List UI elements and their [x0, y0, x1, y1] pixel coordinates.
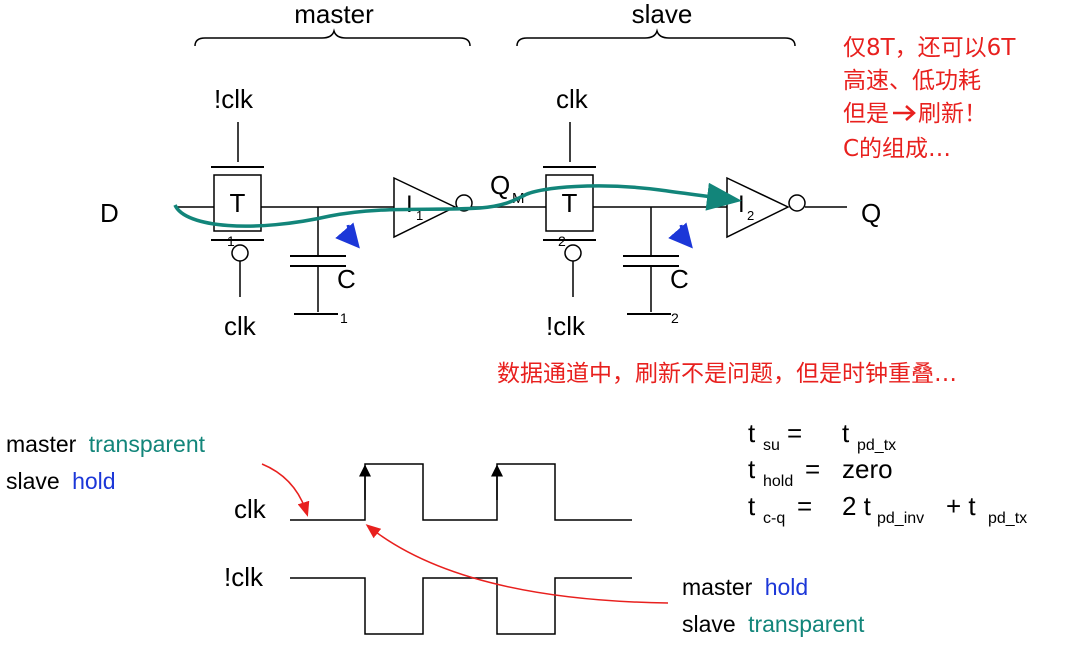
svg-text:=: = — [797, 491, 812, 521]
svg-text:t: t — [748, 491, 756, 521]
t1-bottom-clk-label: clk — [224, 311, 257, 341]
note-line-4: C的组成… — [843, 136, 951, 162]
master-brace — [194, 28, 471, 47]
legend-slave-hold: slave hold — [6, 468, 116, 494]
t2-box — [545, 174, 594, 232]
c1-discharge-arrow — [335, 222, 360, 249]
t2-sub: 2 — [558, 233, 566, 249]
qm-label: Q — [490, 170, 510, 200]
i1-sub: 1 — [416, 208, 423, 223]
thold-equation: t hold = zero — [748, 454, 893, 490]
t1-sub: 1 — [227, 233, 235, 249]
i2-label: I — [738, 191, 745, 218]
note-line-2: 高速、低功耗 — [843, 68, 981, 94]
t1-bubble — [231, 244, 249, 262]
tsu-equation: t su = t pd_tx — [748, 418, 896, 454]
legend2-hold-word: hold — [765, 574, 808, 600]
t2-bubble — [564, 244, 582, 262]
svg-text:=: = — [805, 454, 820, 484]
clk-waveform — [290, 463, 632, 521]
c2-label: C — [670, 264, 689, 294]
note-line-3b: 刷新！ — [918, 101, 987, 127]
t2-top-clk-label: clk — [556, 84, 589, 114]
svg-text:zero: zero — [842, 454, 893, 484]
legend-master-hold: master hold — [682, 574, 808, 600]
c2-discharge-arrow — [668, 222, 693, 249]
d-input-label: D — [100, 198, 119, 228]
nclk-waveform — [290, 577, 632, 635]
legend-master-word: master — [6, 431, 77, 457]
i2-inverter — [726, 176, 790, 239]
legend-slave-word: slave — [6, 468, 60, 494]
master-label: master — [294, 0, 374, 29]
legend2-to-clk-arrow — [365, 524, 669, 604]
i2-sub: 2 — [747, 208, 754, 223]
clk-wave-label: clk — [234, 494, 267, 524]
legend-master-transparent: master transparent — [6, 431, 206, 457]
svg-text:pd_tx: pd_tx — [857, 437, 896, 454]
svg-text:t: t — [842, 418, 850, 448]
svg-text:2 t: 2 t — [842, 491, 872, 521]
legend2-transparent-word: transparent — [748, 611, 865, 637]
note-line-3a: 但是 — [843, 101, 889, 127]
svg-text:c-q: c-q — [763, 510, 785, 527]
legend-slave-transparent: slave transparent — [682, 611, 865, 637]
svg-text:=: = — [787, 418, 802, 448]
legend2-slave-word: slave — [682, 611, 736, 637]
signal-path-arrow — [173, 182, 742, 228]
svg-text:hold: hold — [763, 473, 793, 490]
legend2-master-word: master — [682, 574, 753, 600]
c2-sub: 2 — [671, 310, 679, 326]
legend-to-clk-arrow — [261, 463, 310, 517]
svg-text:pd_tx: pd_tx — [988, 510, 1027, 527]
slave-label: slave — [632, 0, 693, 29]
t1-box — [213, 174, 262, 232]
t1-top-clk-label: !clk — [214, 84, 254, 114]
tcq-equation: t c-q = 2 t pd_inv + t pd_tx — [748, 491, 1027, 527]
i1-label: I — [406, 191, 413, 218]
t2-label: T — [562, 188, 578, 218]
note-line-1: 仅8T，还可以6T — [843, 35, 1016, 61]
refresh-note: 数据通道中，刷新不是问题，但是时钟重叠… — [497, 361, 957, 387]
legend-transparent-word: transparent — [89, 431, 206, 457]
t1-label: T — [230, 188, 246, 218]
q-output-label: Q — [861, 198, 881, 228]
legend-hold-word: hold — [72, 468, 115, 494]
svg-text:su: su — [763, 437, 780, 454]
right-arrow-icon — [893, 105, 916, 121]
svg-text:t: t — [748, 418, 756, 448]
svg-text:+ t: + t — [946, 491, 976, 521]
svg-text:t: t — [748, 454, 756, 484]
svg-text:pd_inv: pd_inv — [877, 510, 924, 527]
slave-brace — [516, 28, 796, 47]
t2-bottom-clk-label: !clk — [546, 311, 586, 341]
i2-bubble — [788, 194, 806, 212]
c1-label: C — [337, 264, 356, 294]
c1-sub: 1 — [340, 310, 348, 326]
nclk-wave-label: !clk — [224, 562, 264, 592]
